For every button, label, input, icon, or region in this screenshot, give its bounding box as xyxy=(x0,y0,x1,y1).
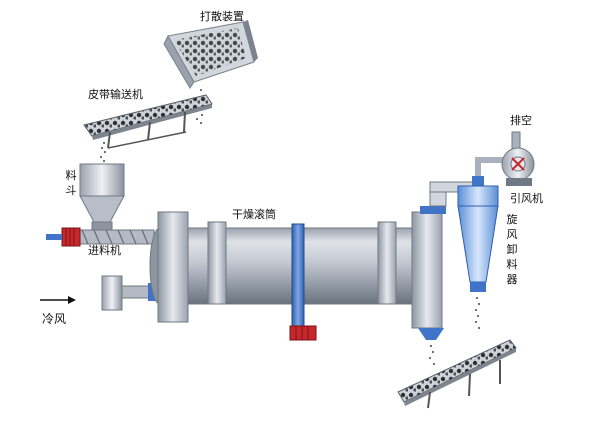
cold-air-arrow xyxy=(40,296,76,304)
label-belt-conveyor: 皮带输送机 xyxy=(88,88,143,101)
lower-belt-conveyor xyxy=(397,339,517,409)
falling-material-3 xyxy=(429,345,435,365)
label-feeder: 进料机 xyxy=(88,244,121,257)
air-heater xyxy=(101,275,159,311)
cyclone-separator xyxy=(457,157,506,292)
screw-feeder xyxy=(46,227,155,247)
label-fan: 引风机 xyxy=(510,192,543,205)
dryer-drum xyxy=(149,211,443,341)
scatter-device xyxy=(163,20,258,89)
label-cold-air: 冷风 xyxy=(42,312,67,326)
discharge-duct xyxy=(418,181,475,340)
feed-hopper xyxy=(79,163,125,231)
label-exhaust: 排空 xyxy=(510,114,532,127)
falling-material-2 xyxy=(100,142,106,162)
label-hopper: 料斗 xyxy=(65,169,77,197)
induced-fan xyxy=(501,131,535,186)
label-cyclone: 旋风卸料器 xyxy=(506,213,518,286)
falling-material-4 xyxy=(475,297,480,329)
label-scatter-device: 打散装置 xyxy=(200,10,244,23)
label-drum: 干燥滚筒 xyxy=(232,208,276,221)
upper-belt-conveyor xyxy=(83,94,213,149)
